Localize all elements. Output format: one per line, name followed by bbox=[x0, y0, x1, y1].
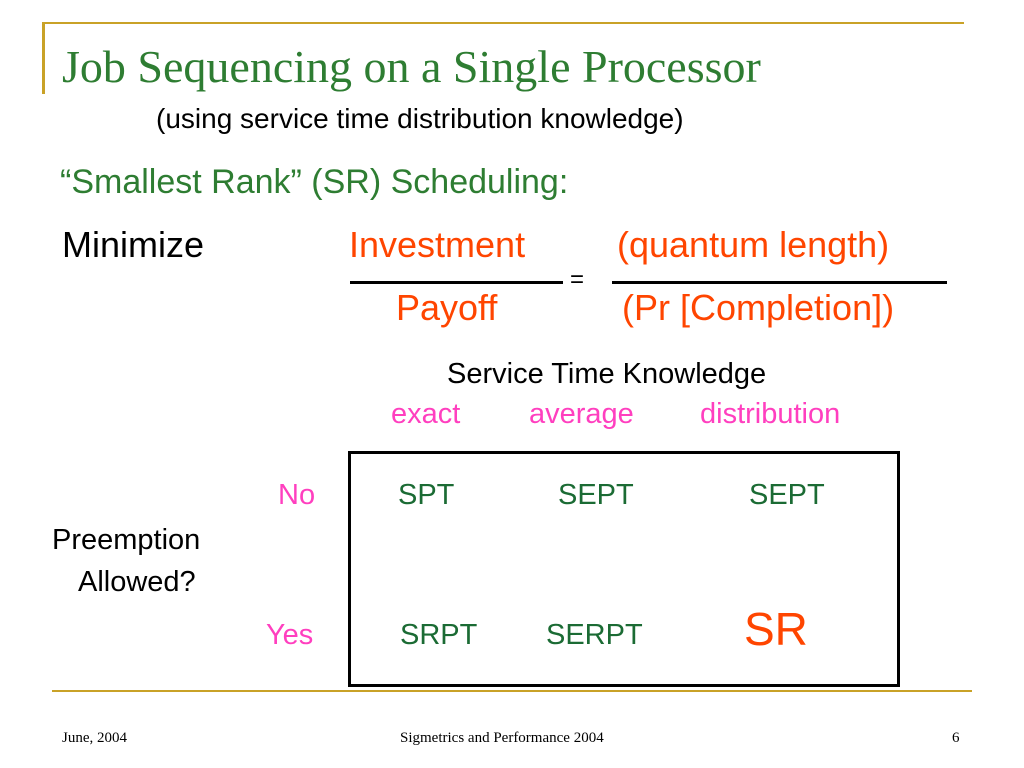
column-group-label: Service Time Knowledge bbox=[447, 358, 767, 390]
footer-date: June, 2004 bbox=[62, 730, 127, 746]
slide-title: Job Sequencing on a Single Processor bbox=[62, 41, 761, 92]
table-cell-sept-distribution: SEPT bbox=[749, 479, 825, 511]
frame-accent-vertical bbox=[42, 22, 45, 94]
row-header-yes: Yes bbox=[266, 619, 314, 651]
table-border bbox=[348, 451, 900, 687]
footer-conference: Sigmetrics and Performance 2004 bbox=[400, 730, 604, 746]
minimize-label: Minimize bbox=[62, 224, 205, 265]
table-cell-srpt: SRPT bbox=[400, 619, 478, 651]
row-group-label-line2: Allowed? bbox=[78, 566, 196, 598]
footer-rule bbox=[52, 690, 972, 692]
table-cell-serpt: SERPT bbox=[546, 619, 643, 651]
table-cell-sept-average: SEPT bbox=[558, 479, 634, 511]
table-cell-spt: SPT bbox=[398, 479, 455, 511]
numerator-investment: Investment bbox=[349, 224, 526, 265]
frame-accent-horizontal bbox=[42, 22, 964, 24]
column-header-distribution: distribution bbox=[700, 398, 841, 430]
column-header-exact: exact bbox=[391, 398, 461, 430]
row-header-no: No bbox=[278, 479, 316, 511]
row-group-label-line1: Preemption bbox=[52, 524, 201, 556]
equals-sign: = bbox=[570, 266, 585, 293]
table-cell-sr: SR bbox=[744, 603, 808, 655]
fraction-bar-left bbox=[350, 281, 563, 284]
slide-subtitle: (using service time distribution knowled… bbox=[156, 103, 684, 134]
row-group-label: Preemption Allowed? bbox=[52, 519, 200, 603]
fraction-bar-right bbox=[612, 281, 947, 284]
section-heading: “Smallest Rank” (SR) Scheduling: bbox=[60, 163, 569, 201]
denominator-payoff: Payoff bbox=[396, 287, 498, 328]
denominator-completion: (Pr [Completion]) bbox=[622, 287, 895, 328]
footer-page-number: 6 bbox=[952, 730, 960, 746]
column-header-average: average bbox=[529, 398, 634, 430]
numerator-quantum-length: (quantum length) bbox=[617, 224, 890, 265]
